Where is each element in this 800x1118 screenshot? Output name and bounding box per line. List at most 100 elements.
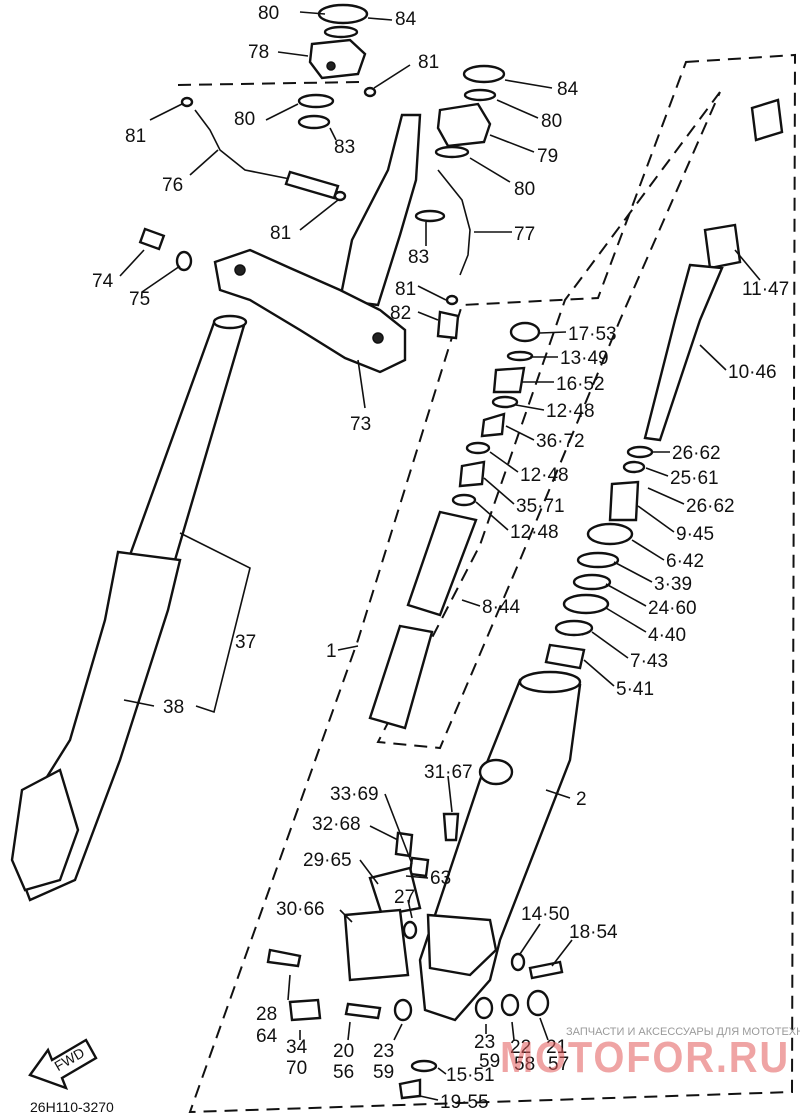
cap-bolt-17-53 [509,321,541,343]
oring-part-2 [463,88,497,102]
bolt-31-67 [442,812,460,842]
small-oring-81 [180,96,194,108]
circlip-part [297,114,331,130]
nut-21-57 [526,989,550,1017]
spacer-16-52 [492,366,526,394]
fwd-arrow-icon: FWD [28,1038,98,1091]
holder-30-66 [343,908,410,982]
callout-16-52: 16·52 [556,374,605,395]
callout-80: 80 [541,111,562,132]
bolt-20-56 [344,1002,382,1020]
callout-12-48: 12·48 [546,401,595,422]
callout-77: 77 [514,224,535,245]
clip-7-43 [554,619,594,637]
callout-38: 38 [163,697,184,718]
callout-26-62: 26·62 [672,443,721,464]
callout-79: 79 [537,146,558,167]
ring-3-39 [576,551,620,569]
small-oring-81d [445,294,459,306]
axle-holder-right [426,913,498,977]
callout-21: 21 [546,1037,567,1058]
callout-17-53: 17·53 [568,324,617,345]
union-bolt-part [436,310,460,340]
washer-83 [414,209,446,223]
callout-25-61: 25·61 [670,468,719,489]
diagram-code: 26H110-3270 [30,1099,114,1115]
inner-tube-8-44 [406,510,478,617]
dust-seal-5-41 [544,643,586,670]
bracket-hole-right [372,332,384,344]
washer-12-48b [465,441,491,455]
oring-part [323,25,359,39]
callout-12-48: 12·48 [510,522,559,543]
callout-6-42: 6·42 [666,551,704,572]
washer-23-59b [474,996,494,1020]
assembly-group-outline [188,53,797,1114]
callout-28: 28 [256,1004,277,1025]
callout-26-62: 26·62 [686,496,735,517]
callout-81: 81 [418,52,439,73]
callout-15-51: 15·51 [446,1065,495,1086]
callout-4-40: 4·40 [648,625,686,646]
callout-30-66: 30·66 [276,899,325,920]
cylinder-comp-6 [586,522,634,546]
oring-part-3 [434,145,470,159]
fork-spring-lower [703,223,742,270]
washer-12-48a [491,395,519,409]
callout-73: 73 [350,414,371,435]
callout-35-71: 35·71 [516,496,565,517]
top-dotted-line [177,81,361,86]
under-bracket-part [213,248,407,374]
callout-56: 56 [333,1062,354,1083]
watermark-caption: ЗАПЧАСТИ И АКСЕССУАРЫ ДЛЯ МОТОТЕХНИКИ [566,1026,800,1038]
washer-15-51 [410,1059,438,1073]
inner-tube-left [128,318,247,562]
callout-33-69: 33·69 [330,784,379,805]
callout-20: 20 [333,1041,354,1062]
outer-tube-top [518,670,582,694]
small-oring-81c [333,190,347,202]
oring-13-49 [506,350,534,362]
caliper-mount-left [10,768,80,892]
callout-70: 70 [286,1058,307,1079]
oil-seal-part-2 [462,64,506,84]
callout-2: 2 [576,789,587,810]
washer-23-59 [393,998,413,1022]
ring-part-63 [402,920,418,940]
callout-37: 37 [235,632,256,653]
callout-8-44: 8·44 [482,597,520,618]
small-oring-81b [363,86,377,98]
oil-lock-24-60 [572,573,612,591]
callout-1: 1 [326,641,337,662]
callout-14-50: 14·50 [521,904,570,925]
slide-metal-part [368,624,434,730]
callout-59: 59 [373,1062,394,1083]
callout-80: 80 [258,3,279,24]
bolt-33-69 [408,856,430,878]
collar-35-71 [458,460,486,488]
callout-13-49: 13·49 [560,348,609,369]
oil-seal-part [317,3,369,25]
callout-80: 80 [234,109,255,130]
callout-36-72: 36·72 [536,431,585,452]
watermark-brand: MOTOFOR.RU [500,1033,790,1082]
callout-59: 59 [479,1051,500,1072]
callout-11-47: 11·47 [742,279,789,300]
callout-9-45: 9·45 [676,524,714,545]
callout-19-55: 19·55 [440,1092,489,1113]
callout-58: 58 [514,1054,535,1075]
callout-5-41: 5·41 [616,679,654,700]
piston-ring-26-62 [626,445,654,459]
callout-83: 83 [334,137,355,158]
brake-hose-fitting [284,170,340,200]
callout-32-68: 32·68 [312,814,361,835]
callout-84: 84 [395,9,417,30]
callout-22: 22 [510,1037,531,1058]
washer-22-58 [500,993,520,1017]
washer-12-48c [451,493,477,507]
steering-stem-part [338,113,422,307]
callout-27: 27 [394,887,415,908]
collar-36-72 [480,412,506,438]
callout-3-39: 3·39 [654,574,692,595]
